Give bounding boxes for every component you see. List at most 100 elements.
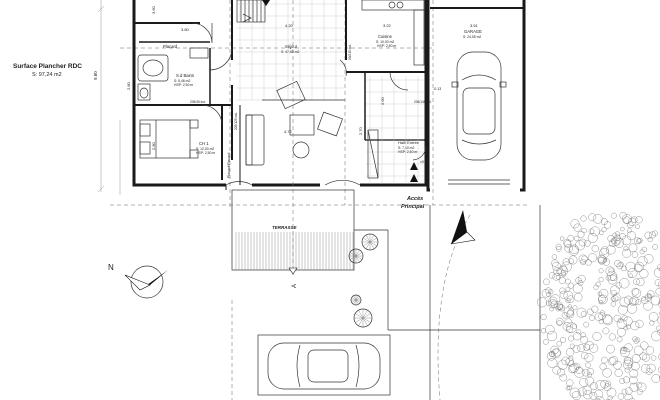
tree-leaf [616, 318, 627, 329]
tree-leaf [614, 237, 624, 248]
tree-leaf [565, 357, 574, 367]
tree-leaf [639, 352, 648, 361]
tree-leaf [641, 246, 647, 253]
tree-leaf [623, 246, 629, 252]
tree-leaf [540, 328, 547, 334]
tree-leaf [549, 294, 561, 305]
tree-leaf [584, 353, 594, 363]
tree-leaf [626, 231, 636, 241]
tree-leaf [655, 288, 660, 296]
tree-leaf [546, 292, 552, 298]
tree-leaf [610, 296, 616, 302]
north-label: N [108, 263, 114, 272]
tree-leaf [584, 239, 591, 247]
tree-leaf [619, 278, 630, 289]
tree-leaf [621, 346, 626, 352]
tree-leaf [565, 386, 571, 391]
tree-leaf [632, 336, 638, 342]
tree-leaf [627, 363, 632, 368]
tree-leaf [637, 256, 648, 267]
surface-caption: Surface Plancher RDC S: 97,24 m2 [13, 63, 82, 78]
shrub-detail [355, 295, 359, 301]
tree-leaf [568, 258, 574, 264]
tree-leaf [537, 297, 548, 308]
lintel-label: 205/125 ind. [234, 112, 238, 130]
tree-leaf [573, 363, 581, 370]
tree-leaf [626, 303, 638, 314]
tree-leaf [581, 227, 587, 234]
room-hsp-hall: HSP: 2,50 m [398, 150, 417, 154]
room-name-placard2: Placard/Placard [227, 153, 231, 178]
tree-leaf [567, 282, 574, 289]
tree-leaf [567, 385, 572, 390]
shrub-detail [355, 299, 359, 305]
tree-leaf [599, 248, 610, 259]
tree-leaf [624, 393, 633, 400]
tree-leaf [651, 374, 660, 383]
tree-leaf [649, 231, 656, 239]
tree-leaf [560, 236, 565, 241]
tree-leaf [637, 237, 643, 244]
tree-leaf [564, 244, 573, 253]
tree-leaf [648, 312, 659, 322]
tree-leaf [605, 380, 612, 387]
room-area-garage: S: 24,05 m2 [463, 35, 481, 39]
tree-leaf [636, 382, 643, 389]
tree-leaf [598, 268, 604, 274]
room-name-sejour: Séjour [285, 44, 298, 49]
tree-leaf [589, 314, 595, 321]
shrub-detail [351, 299, 357, 303]
tree-leaf [650, 295, 660, 306]
tree-leaf [541, 289, 551, 298]
tree-leaf [629, 369, 639, 379]
bed [139, 119, 199, 159]
tree-leaf [614, 231, 620, 237]
room-area-cuisine: S: 10,00 m2 [376, 40, 394, 44]
shrub-detail [365, 241, 371, 250]
tree-leaf [555, 245, 562, 252]
shrub-detail [362, 317, 368, 326]
terrace-label: TERRASSE [272, 225, 298, 230]
tree-leaf [647, 237, 653, 243]
tree-leaf [623, 356, 632, 364]
terrace: TERRASSE [231, 189, 355, 271]
tree-leaf [623, 295, 633, 305]
tree-leaf [557, 368, 566, 377]
tree-leaf [563, 290, 574, 301]
tree-leaf [606, 344, 615, 354]
dimension-label: 2.80 [151, 141, 156, 150]
tree-leaf [549, 306, 554, 312]
tree-leaf [607, 235, 615, 242]
tree-leaf [601, 226, 607, 232]
tree-leaf [560, 336, 566, 343]
tree-leaf [568, 355, 574, 361]
tree-leaf [652, 244, 658, 250]
tree-leaf [589, 391, 598, 400]
tree-leaf [635, 319, 644, 328]
tree-leaf [625, 261, 636, 273]
tree-leaf [577, 274, 586, 283]
entry-arrows: Accès Principal [401, 162, 425, 210]
tree-leaf [631, 361, 640, 371]
room-name-ch1: CH 1 [199, 141, 209, 146]
tree-leaf [556, 320, 563, 326]
tree-leaf [576, 307, 587, 318]
tree-leaf [582, 385, 592, 395]
tree-leaf [557, 359, 568, 370]
tree-leaf [548, 272, 556, 279]
tree-leaf [559, 287, 566, 294]
tree-leaf [633, 345, 644, 356]
room-area-hall: S: 7,10 m2 [398, 146, 415, 150]
tree-leaf [587, 232, 598, 243]
plan-title: Surface Plancher RDC [13, 63, 82, 70]
tree-leaf [658, 366, 660, 374]
shrub-detail [355, 297, 361, 301]
tree-leaf [612, 232, 618, 238]
shrub-detail [369, 237, 378, 243]
garage-car [451, 51, 507, 161]
tree-leaf [547, 358, 558, 369]
tree-leaf [623, 216, 631, 224]
tree-leaf [608, 357, 617, 366]
plan-surface: S: 97,24 m2 [32, 72, 62, 78]
tree-leaf [657, 328, 660, 336]
